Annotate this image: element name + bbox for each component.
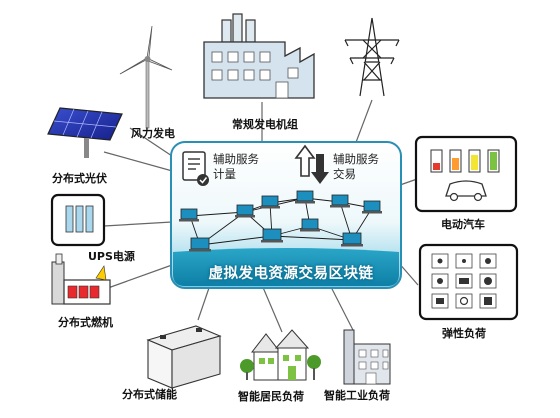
factory-icon [203,13,315,99]
service-trading-line1: 辅助服务 [333,152,379,166]
service-trading-line2: 交易 [333,167,356,181]
appliance-panel-icon [418,243,519,321]
laptop-icon [300,218,320,232]
service-metering-line2: 计量 [213,167,236,181]
solar-panel-icon [47,107,123,158]
label-electric-vehicle: 电动汽车 [441,218,485,231]
label-distributed-storage: 分布式储能 [122,388,177,401]
laptop-icon [179,208,199,222]
blockchain-hub [170,141,402,289]
hub-title: 虚拟发电资源交易区块链 [208,266,374,282]
label-distributed-generator: 分布式燃机 [58,316,113,329]
ev-charging-icon [414,135,518,213]
label-wind-power: 风力发电 [131,127,175,140]
laptop-icon [295,190,315,204]
document-check-icon [182,151,209,186]
laptop-icon [330,194,350,208]
storage-battery-icon [146,325,222,389]
label-smart-residential: 智能居民负荷 [238,390,304,403]
label-smart-industrial: 智能工业负荷 [324,389,390,402]
laptop-icon [235,204,255,218]
laptop-nodes [179,190,382,252]
laptop-icon [260,195,280,209]
laptop-icon [341,232,363,247]
service-metering-line1: 辅助服务 [213,152,259,166]
service-metering-label: 辅助服务 计量 [213,152,259,182]
service-trading-label: 辅助服务 交易 [333,152,379,182]
laptop-icon [261,228,283,243]
label-distributed-pv: 分布式光伏 [52,172,107,185]
laptop-icon [362,200,382,214]
generator-icon [51,253,111,305]
ups-battery-icon [50,193,106,247]
trade-arrows-icon [294,144,329,184]
wind-turbine-icon [119,25,173,129]
connector-lines [103,99,421,333]
label-conventional-power: 常规发电机组 [232,118,298,131]
label-ups: UPS电源 [88,250,135,263]
industrial-building-icon [343,329,391,385]
transmission-tower-icon [344,17,400,97]
label-elastic-load: 弹性负荷 [442,327,486,340]
residential-house-icon [240,329,321,381]
laptop-icon [189,237,211,252]
